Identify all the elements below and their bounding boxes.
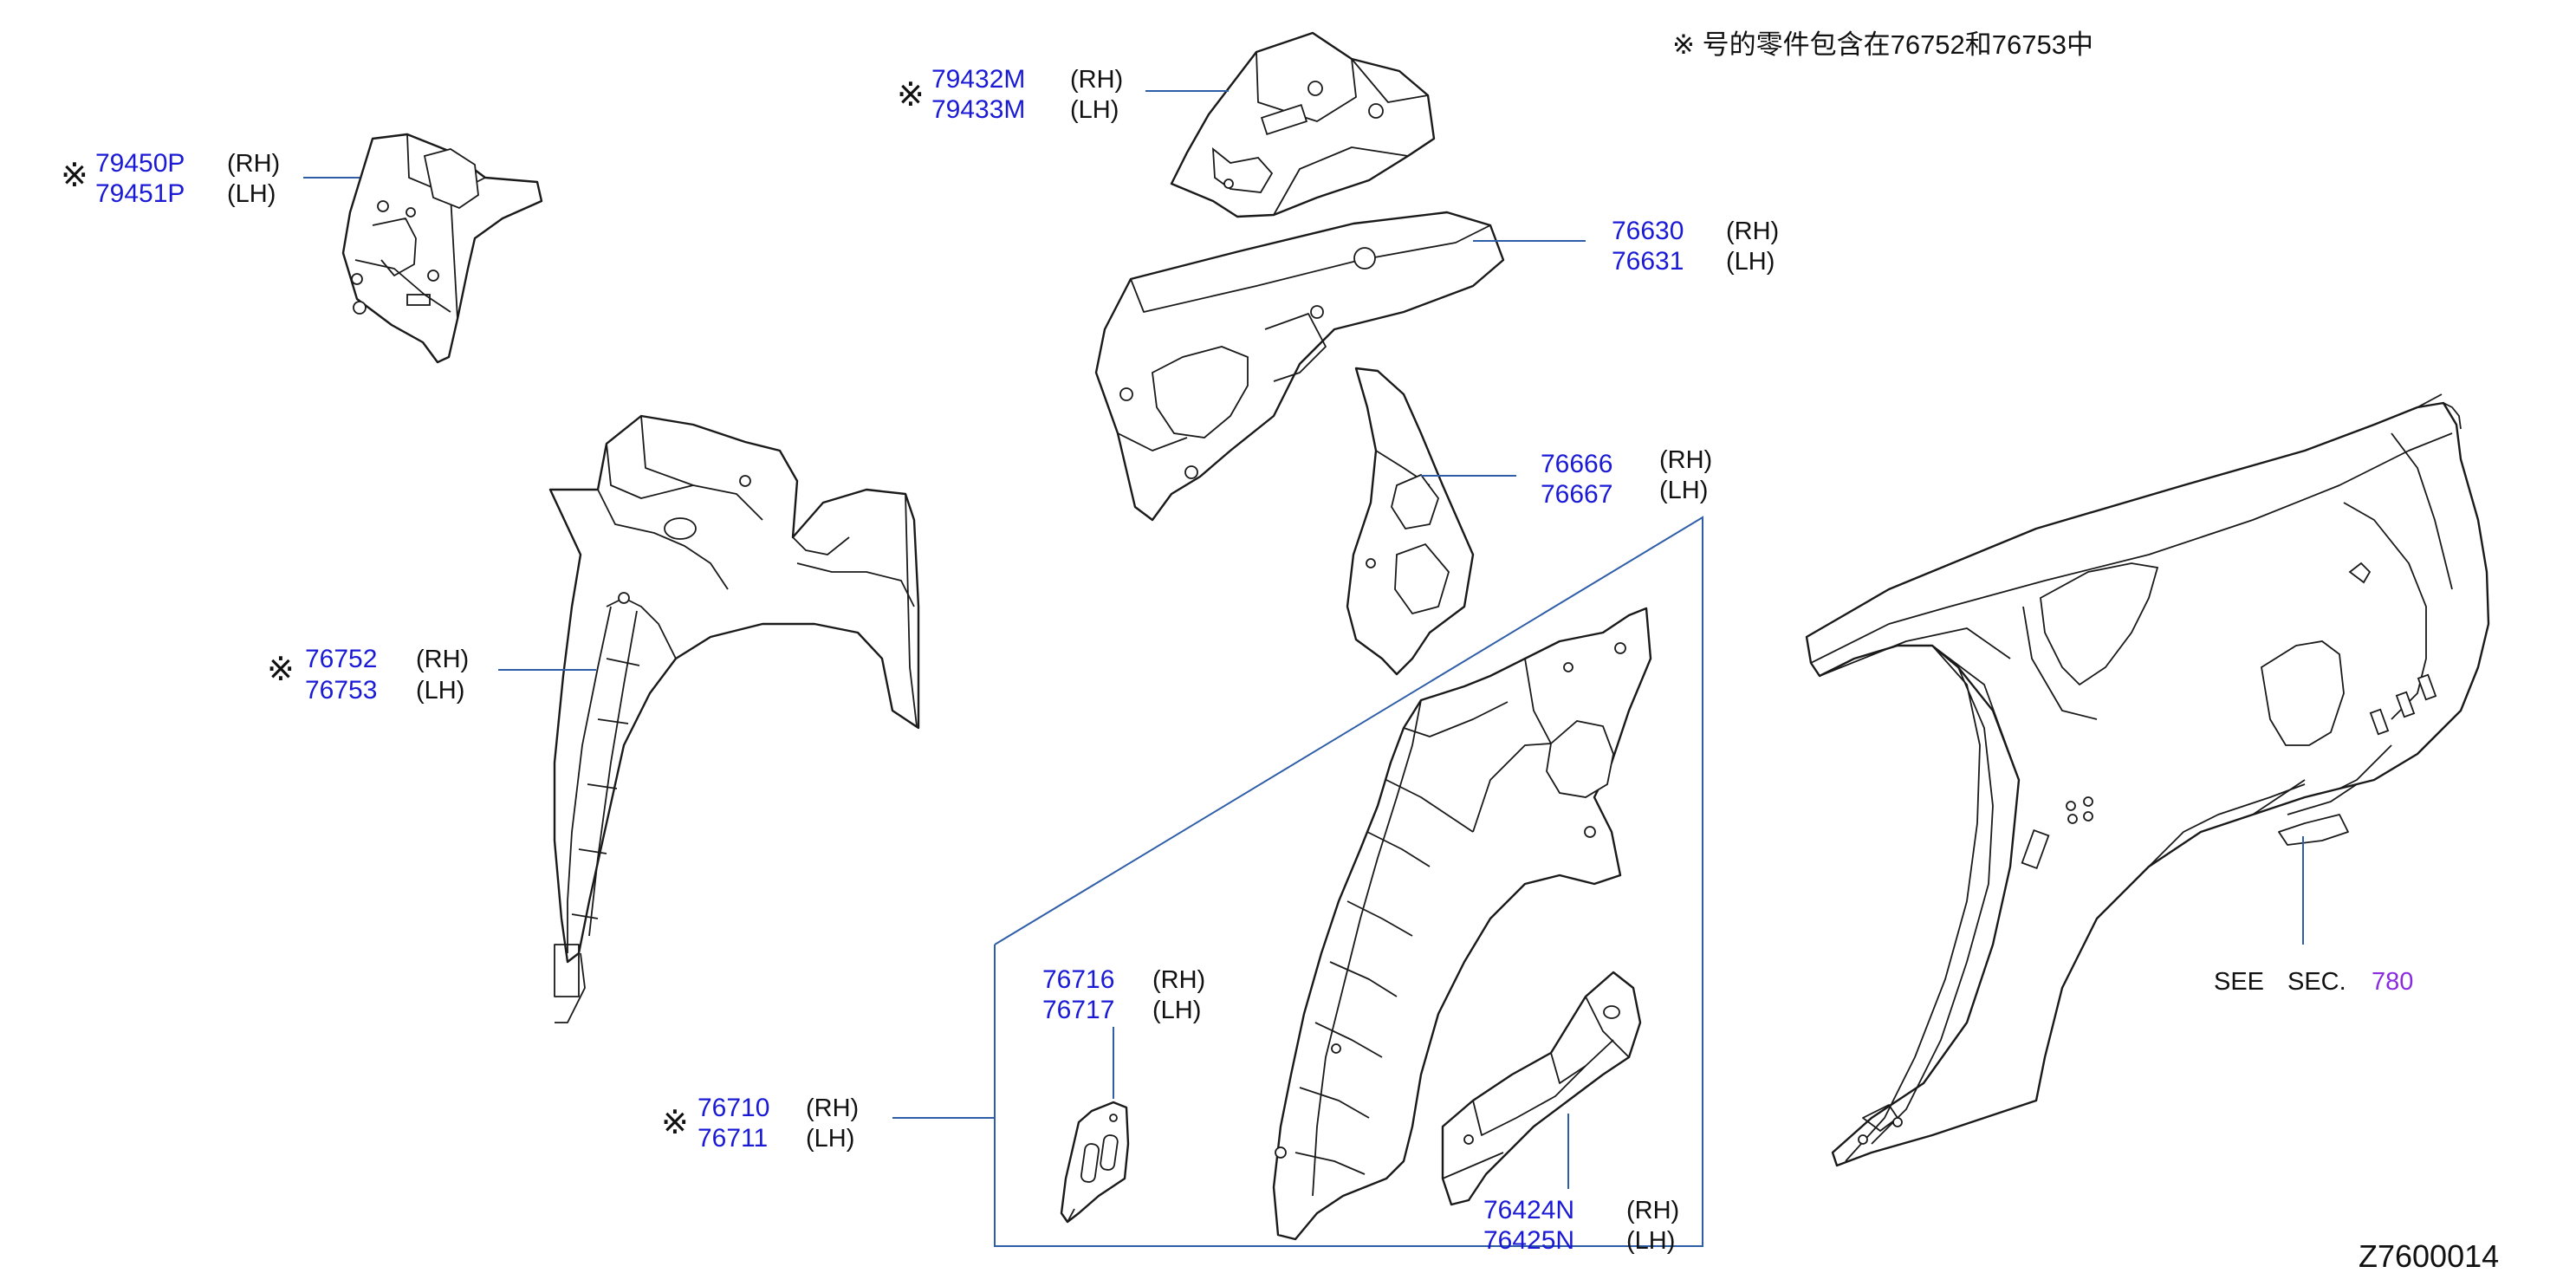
side-rh: (RH) — [1070, 66, 1123, 94]
side-rh: (RH) — [806, 1094, 859, 1122]
callout-76666: 76666 (RH) 76667 (LH) — [1541, 446, 1712, 509]
callout-76710: ※ 76710 (RH) 76711 (LH) — [661, 1094, 859, 1153]
marked-symbol: ※ — [661, 1105, 689, 1141]
part-number-rh: 76716 — [1042, 965, 1114, 994]
see-section-reference: SEE SEC. 780 — [2214, 968, 2413, 996]
part-number-lh: 76711 — [698, 1124, 768, 1153]
part-number-rh: 76710 — [698, 1094, 769, 1122]
side-lh: (LH) — [806, 1125, 854, 1153]
part-number-lh: 76667 — [1541, 480, 1612, 509]
part-number-lh: 79433M — [931, 95, 1025, 124]
see-label: SEE — [2214, 968, 2264, 996]
inner-wheelhouse-panel — [1272, 607, 1652, 1241]
detail-outline — [994, 516, 1703, 1247]
callout-79432M: ※ 79432M (RH) 79433M (LH) — [897, 65, 1123, 124]
long-upper-rail — [1094, 211, 1505, 522]
rear-quarter-body-panel — [1805, 393, 2490, 1167]
side-lh: (LH) — [1726, 248, 1775, 276]
marked-symbol: ※ — [267, 652, 295, 688]
diagram-id: Z7600014 — [2359, 1238, 2499, 1274]
top-center-bracket — [1170, 31, 1436, 218]
part-number-rh: 76424N — [1483, 1196, 1574, 1224]
part-number-rh: 79450P — [95, 149, 185, 178]
lower-extension — [1441, 971, 1642, 1206]
part-number-lh: 76717 — [1042, 996, 1114, 1024]
part-number-rh: 76630 — [1612, 217, 1684, 245]
callout-76752: ※ 76752 (RH) 76753 (LH) — [267, 645, 469, 705]
marked-symbol: ※ — [61, 158, 88, 194]
upper-left-bracket — [341, 133, 543, 364]
callout-76716: 76716 (RH) 76717 (LH) — [1042, 965, 1205, 1024]
side-rh: (RH) — [1726, 218, 1779, 245]
part-number-rh: 76752 — [305, 645, 377, 673]
part-number-lh: 76425N — [1483, 1226, 1574, 1255]
callout-76630: 76630 (RH) 76631 (LH) — [1612, 217, 1779, 276]
part-number-lh: 76753 — [305, 676, 377, 705]
part-number-rh: 76666 — [1541, 450, 1612, 478]
callout-79450P: ※ 79450P (RH) 79451P (LH) — [61, 149, 280, 208]
marked-symbol: ※ — [897, 77, 925, 114]
sec-label: SEC. — [2287, 968, 2346, 996]
side-rh: (RH) — [1659, 446, 1712, 474]
part-number-lh: 76631 — [1612, 247, 1684, 276]
side-lh: (LH) — [1626, 1227, 1675, 1255]
small-reinforcement-plate — [1060, 1101, 1130, 1224]
side-rh: (RH) — [416, 646, 469, 673]
side-lh: (LH) — [1659, 477, 1708, 504]
side-lh: (LH) — [227, 180, 276, 208]
side-rh: (RH) — [1152, 966, 1205, 994]
side-lh: (LH) — [416, 677, 464, 705]
small-side-brace — [1346, 367, 1475, 676]
side-lh: (LH) — [1152, 997, 1201, 1024]
side-lh: (LH) — [1070, 96, 1119, 124]
callout-76424N: 76424N (RH) 76425N (LH) — [1483, 1196, 1679, 1255]
side-rh: (RH) — [1626, 1197, 1679, 1224]
part-number-rh: 79432M — [931, 65, 1025, 94]
part-number-lh: 79451P — [95, 179, 185, 208]
left-wheelhouse-assembly — [548, 414, 920, 1023]
side-rh: (RH) — [227, 150, 280, 178]
note-text: ※ 号的零件包含在76752和76753中 — [1672, 29, 2093, 60]
section-number-link[interactable]: 780 — [2372, 968, 2413, 996]
